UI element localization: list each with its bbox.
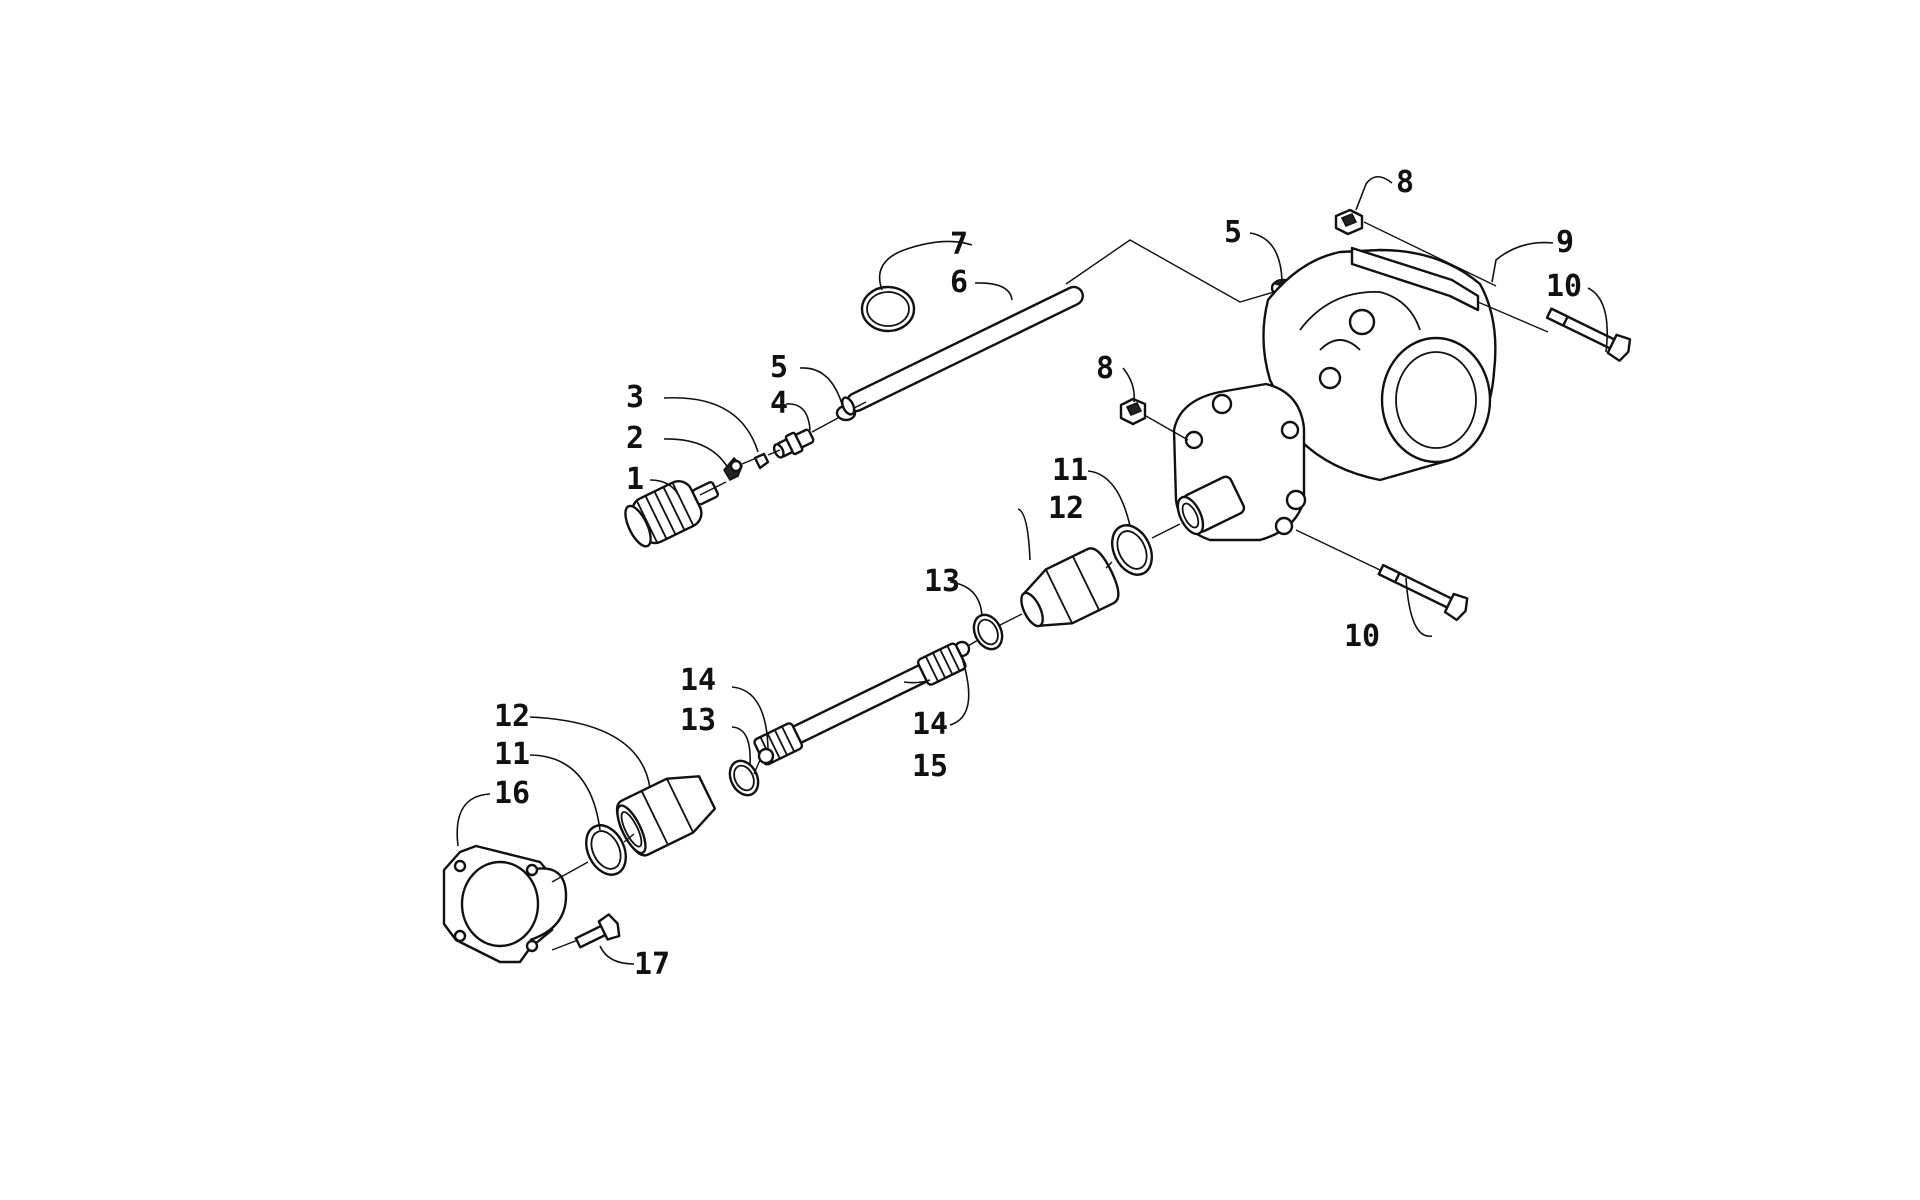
part-15-drive-shaft: [753, 642, 967, 766]
callout-5-left: 5: [770, 350, 788, 385]
part-11-ring-upper: [1111, 524, 1153, 576]
callout-12-upper: 12: [1048, 491, 1084, 526]
part-13-ring-lower: [728, 759, 760, 797]
part-12-boot-lower: [615, 775, 717, 857]
callout-6: 6: [950, 265, 968, 300]
callout-8-top: 8: [1396, 165, 1414, 200]
callout-labels: 1 2 3 4 5 6 7 5 8 9 10 8 11 12 13 10 14 …: [494, 165, 1582, 982]
part-6-vent-hose: [840, 285, 1084, 416]
part-7-clamp-ring: [860, 285, 916, 333]
part-14-ring-lower: [757, 747, 775, 765]
callout-2: 2: [626, 421, 644, 456]
part-1-bellows: [624, 480, 720, 548]
assembly-axes: [551, 221, 1549, 951]
part-3-clip: [753, 452, 770, 470]
part-13-ring-upper: [972, 613, 1004, 651]
callout-14-upper: 14: [680, 663, 716, 698]
part-2-clip: [723, 456, 743, 482]
callout-14-lower: 14: [912, 707, 948, 742]
part-4-fitting: [772, 428, 815, 459]
part-12-boot-upper: [1020, 547, 1120, 628]
callout-11-lower: 11: [494, 737, 530, 772]
callout-10-top: 10: [1546, 269, 1582, 304]
part-11-ring-lower: [585, 824, 627, 876]
callout-7: 7: [950, 227, 968, 262]
callout-12-lower: 12: [494, 699, 530, 734]
part-17-bolt: [574, 913, 621, 949]
part-10-bolt-bottom: [1377, 564, 1469, 622]
callout-5-right: 5: [1224, 215, 1242, 250]
part-8-nut-mid: [1119, 397, 1147, 426]
callout-3: 3: [626, 380, 644, 415]
part-10-bolt-top: [1545, 307, 1632, 363]
callout-16: 16: [494, 776, 530, 811]
callout-4: 4: [770, 386, 788, 421]
leader-lines: [456, 175, 1608, 965]
callout-13-upper: 13: [924, 564, 960, 599]
callout-10-bottom: 10: [1344, 619, 1380, 654]
callout-13-lower: 13: [680, 703, 716, 738]
callout-11-upper: 11: [1052, 453, 1088, 488]
callout-1: 1: [626, 462, 644, 497]
part-8-nut-top: [1334, 208, 1364, 236]
callout-15: 15: [912, 749, 948, 784]
callout-8-mid: 8: [1096, 351, 1114, 386]
callout-9: 9: [1556, 225, 1574, 260]
callout-17: 17: [634, 947, 670, 982]
part-9-differential-housing: [1172, 246, 1497, 542]
part-16-flange-cover: [442, 844, 568, 964]
